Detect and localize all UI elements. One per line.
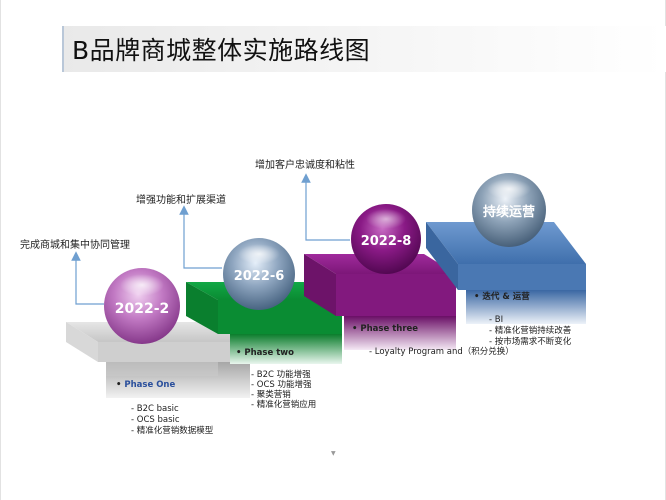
list-item: - 聚类营销 <box>251 389 291 400</box>
step-2-front <box>230 334 342 364</box>
list-item: - 精准化营销应用 <box>251 399 316 410</box>
list-item: - BI <box>489 315 503 325</box>
list-item: - Loyalty Program and（积分兑换） <box>369 346 514 357</box>
milestone-ball-3: 2022-8 <box>351 204 421 274</box>
ball-4-label: 持续运营 <box>483 204 535 220</box>
list-item: - 按市场需求不断变化 <box>489 336 572 347</box>
slide-left-border <box>0 0 1 500</box>
page-title: B品牌商城整体实施路线图 <box>72 36 371 65</box>
arrow-goal-3 <box>301 173 350 241</box>
arrow-goal-2 <box>179 205 222 269</box>
goal-1-text: 完成商城和集中协同管理 <box>20 238 130 251</box>
phase-1-items: - B2C basic - OCS basic - 精准化营销数据模型 <box>131 404 214 436</box>
list-item: - OCS basic <box>131 415 180 425</box>
ball-2-label: 2022-6 <box>234 269 285 284</box>
arrow-goal-1 <box>71 251 104 305</box>
phase-2-items: - B2C 功能增强 - OCS 功能增强 - 聚类营销 - 精准化营销应用 <box>251 369 316 410</box>
goal-3-text: 增加客户忠诚度和粘性 <box>255 158 355 171</box>
list-item: - OCS 功能增强 <box>251 379 312 390</box>
step-1-block <box>66 322 250 398</box>
phase-2-label: • Phase two <box>236 348 294 358</box>
step-4-front <box>466 290 586 324</box>
goal-2-text: 增强功能和扩展渠道 <box>136 193 226 206</box>
list-item: - B2C 功能增强 <box>251 369 311 380</box>
list-item: - 精准化营销数据模型 <box>131 425 214 436</box>
milestone-ball-4: 持续运营 <box>472 173 546 247</box>
phase-4-items: - BI - 精准化营销持续改善 - 按市场需求不断变化 <box>489 315 572 347</box>
goal-arrows <box>71 173 350 305</box>
phase-3-items: - Loyalty Program and（积分兑换） <box>369 346 514 357</box>
footer-marker: ▼ <box>331 450 336 457</box>
phase-4-label: • 迭代 & 运营 <box>474 291 530 302</box>
milestone-ball-2: 2022-6 <box>223 238 295 310</box>
step-2-block <box>186 282 342 364</box>
list-item: - 精准化营销持续改善 <box>489 325 572 336</box>
list-item: - B2C basic <box>131 404 179 414</box>
phase-3-label: • Phase three <box>352 324 418 334</box>
step-4-block <box>426 222 586 324</box>
ball-1-label: 2022-2 <box>115 301 170 317</box>
milestone-ball-1: 2022-2 <box>104 268 180 344</box>
phase-1-label: • Phase One <box>116 380 175 390</box>
title-bar <box>62 26 666 72</box>
step-3-front <box>344 316 456 350</box>
ball-3-label: 2022-8 <box>361 234 412 249</box>
